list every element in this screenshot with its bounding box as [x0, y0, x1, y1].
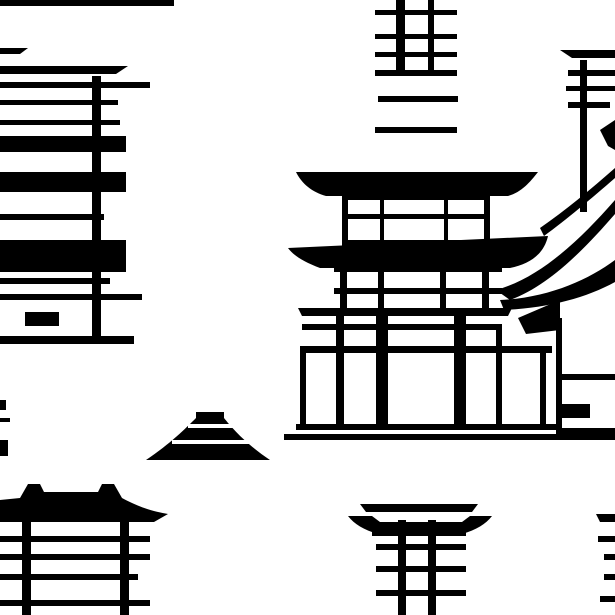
torii-bottom-center: [348, 504, 492, 615]
gate-top: [375, 0, 458, 133]
left-edge-marks: [0, 400, 10, 456]
roof-small: [146, 412, 270, 460]
gate-right-top: [560, 50, 615, 212]
temple-center: [284, 168, 615, 440]
gate-bottom-right: [596, 514, 615, 602]
gate-bottom-left: [0, 484, 168, 615]
pagoda-left: [0, 0, 174, 344]
